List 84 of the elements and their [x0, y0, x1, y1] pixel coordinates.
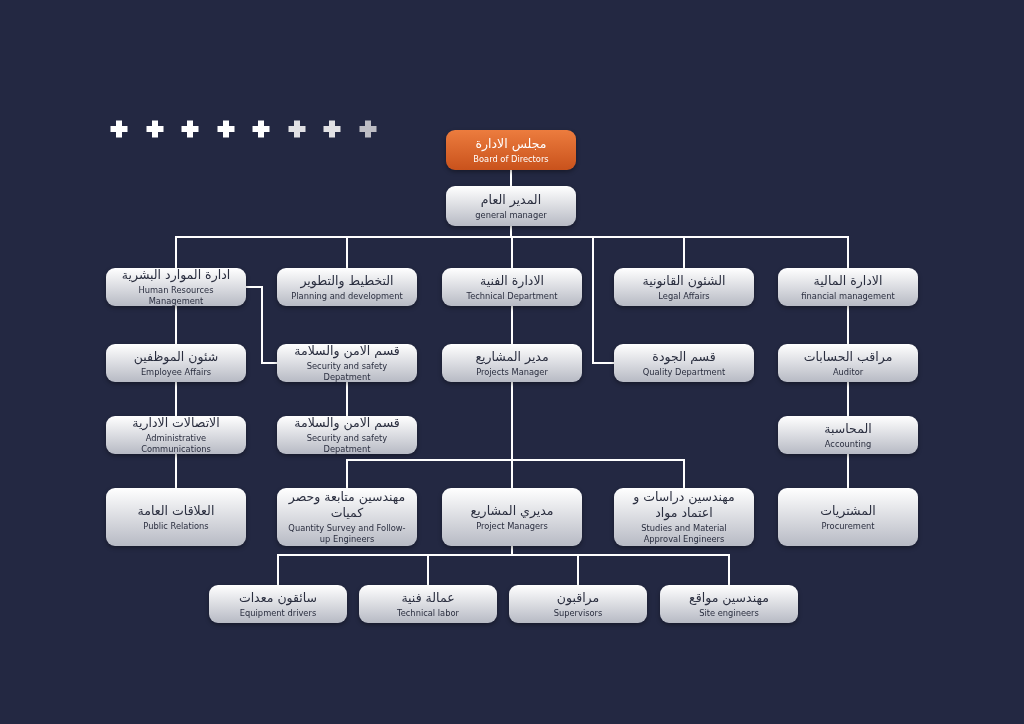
org-box: [106, 268, 246, 306]
connector-line: [511, 305, 513, 345]
box-subtitle: financial management: [801, 290, 895, 302]
org-box: [614, 344, 754, 382]
box-title: مهندسين متابعة وحصر كميات: [287, 489, 407, 521]
org-box: [778, 344, 918, 382]
box-subtitle: Legal Affairs: [658, 290, 710, 302]
box-title: مراقب الحسابات: [803, 348, 893, 365]
box-title: قسم الجودة: [652, 348, 716, 365]
connector-line: [175, 453, 177, 489]
box-subtitle: Quantity Survey and Follow-up Engineers: [287, 523, 407, 545]
box-title: مدير المشاريع: [475, 348, 549, 365]
box-title: المدير العام: [480, 191, 542, 208]
box-title: مديري المشاريع: [470, 502, 554, 519]
org-box: [106, 344, 246, 382]
box-title: الادارة المالية: [813, 272, 883, 289]
org-box: [359, 585, 497, 623]
box-title: شئون الموظفين: [133, 348, 219, 365]
box-subtitle: Security and safety Depatment: [305, 433, 389, 455]
org-box: [614, 488, 754, 546]
connector-line: [245, 286, 278, 364]
box-title: المحاسبة: [824, 420, 872, 437]
box-title: مهندسين دراسات و اعتماد مواد: [631, 489, 736, 521]
org-box: [446, 186, 576, 226]
org-box: [442, 488, 582, 546]
org-box: [277, 488, 417, 546]
box-subtitle: Public Relations: [143, 520, 209, 532]
org-box: [106, 416, 246, 454]
box-title: مجلس الادارة: [475, 135, 547, 152]
box-subtitle: Procurement: [821, 520, 875, 532]
org-box: [277, 416, 417, 454]
box-subtitle: Accounting: [824, 438, 872, 450]
box-title: مراقبون: [556, 589, 600, 606]
box-title: الاتصالات الادارية: [132, 415, 220, 431]
box-subtitle: Studies and Material Approval Engineers: [640, 523, 728, 545]
box-title: عمالة فنية: [401, 589, 455, 606]
box-subtitle: Site engineers: [699, 607, 759, 619]
org-box: [778, 416, 918, 454]
box-title: سائقون معدات: [238, 589, 318, 606]
connector-line: [510, 169, 512, 187]
box-title: الادارة الفنية: [479, 272, 545, 289]
org-box: [778, 268, 918, 306]
org-box: [446, 130, 576, 170]
box-subtitle: Planning and development: [291, 290, 403, 302]
box-subtitle: Equipment drivers: [239, 607, 317, 619]
org-box: [442, 268, 582, 306]
box-subtitle: Auditor: [832, 366, 864, 378]
org-box: [660, 585, 798, 623]
box-title: العلاقات العامة: [137, 502, 215, 519]
box-subtitle: Supervisors: [553, 607, 603, 619]
connector-line: [847, 453, 849, 489]
box-subtitle: Quality Department: [642, 366, 726, 378]
box-subtitle: Human Resources Management: [137, 285, 215, 307]
box-subtitle: general manager: [475, 209, 547, 221]
org-box: [509, 585, 647, 623]
org-box: [614, 268, 754, 306]
connector-line: [511, 545, 730, 586]
box-subtitle: Technical Department: [466, 290, 558, 302]
box-subtitle: Administrative Communications: [140, 433, 212, 455]
box-title: قسم الامن والسلامة: [294, 343, 400, 359]
box-title: قسم الامن والسلامة: [294, 415, 400, 431]
connector-line: [175, 305, 177, 345]
box-title: الشئون القانونية: [642, 272, 726, 289]
org-box: [778, 488, 918, 546]
box-title: مهندسين مواقع: [689, 589, 769, 606]
box-subtitle: Security and safety Depatment: [305, 361, 389, 383]
box-subtitle: Project Managers: [476, 520, 548, 532]
connector-line: [346, 381, 348, 417]
connector-line: [847, 305, 849, 345]
box-title: التخطيط والتطوير: [300, 272, 394, 289]
org-box: [209, 585, 347, 623]
box-subtitle: Employee Affairs: [140, 366, 212, 378]
org-box: [277, 268, 417, 306]
box-subtitle: Projects Manager: [476, 366, 548, 378]
connector-line: [175, 381, 177, 417]
box-subtitle: Board of Directors: [473, 153, 549, 165]
box-title: المشتريات: [820, 502, 876, 519]
org-box: [442, 344, 582, 382]
org-box: [277, 344, 417, 382]
box-subtitle: Technical labor: [397, 607, 459, 619]
org-box: [106, 488, 246, 546]
connector-line: [511, 381, 685, 489]
connector-line: [847, 381, 849, 417]
box-title: ادارة الموارد البشرية: [121, 267, 231, 283]
